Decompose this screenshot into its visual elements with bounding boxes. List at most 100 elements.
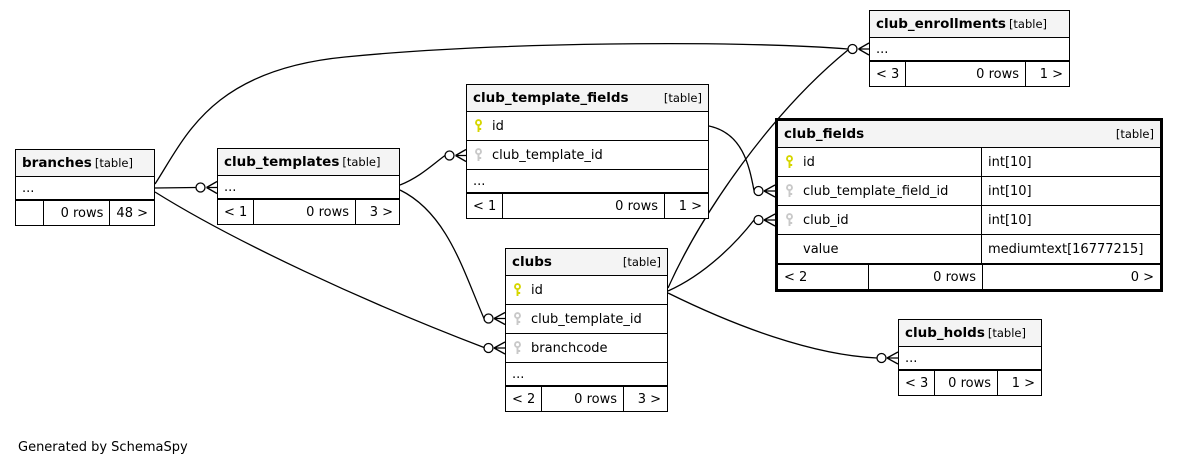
- table-type-tag: [table]: [94, 156, 133, 170]
- table-clubs[interactable]: clubs [table] id club_template_id branch…: [505, 248, 668, 412]
- table-header: club_templates [table]: [218, 149, 399, 176]
- edge-branches-clubs: [154, 191, 485, 349]
- crowfoot-marker: [493, 341, 506, 355]
- primary-key-icon: [473, 119, 484, 133]
- table-club_templates[interactable]: club_templates [table] ... < 1 0 rows 3 …: [217, 148, 400, 225]
- generated-by-note: Generated by SchemaSpy: [18, 440, 188, 455]
- rows-count: 0 rows: [502, 194, 664, 218]
- foreign-key-icon: [512, 341, 523, 355]
- hidden-columns-row: ...: [506, 363, 667, 386]
- crowfoot-marker: [455, 148, 467, 163]
- parents-count: < 2: [512, 391, 536, 407]
- table-club_holds[interactable]: club_holds [table] ... < 3 0 rows 1 >: [898, 319, 1042, 396]
- table-club_fields[interactable]: club_fields [table] id int[10] club_temp…: [775, 118, 1163, 292]
- hidden-columns-row: ...: [899, 347, 1041, 370]
- ellipsis: ...: [22, 180, 35, 196]
- ellipsis: ...: [512, 366, 525, 382]
- column-row: club_template_field_id int[10]: [778, 177, 1160, 206]
- table-header: club_template_fields [table]: [467, 85, 708, 112]
- ellipsis: ...: [876, 41, 889, 57]
- zero-circle-marker: [876, 352, 887, 364]
- column-type: int[10]: [988, 154, 1032, 170]
- foreign-key-icon: [784, 184, 795, 198]
- children-count: 0 >: [982, 265, 1160, 289]
- table-type-tag: [table]: [622, 255, 661, 269]
- column-name: club_template_id: [531, 311, 642, 327]
- crowfoot-marker: [763, 184, 776, 198]
- rows-count: 0 rows: [253, 200, 355, 224]
- table-header: club_holds [table]: [899, 320, 1041, 347]
- table-name[interactable]: club_fields: [784, 126, 865, 142]
- children-count: 1 >: [1025, 62, 1069, 86]
- hidden-columns-row: ...: [870, 38, 1069, 61]
- edge-branches-club_enrollments: [154, 42, 849, 185]
- column-row: branchcode: [506, 334, 667, 363]
- table-type-tag: [table]: [663, 91, 702, 105]
- table-footer: < 3 0 rows 1 >: [899, 370, 1041, 395]
- column-name: branchcode: [531, 340, 608, 356]
- column-row: id int[10]: [778, 148, 1160, 177]
- crowfoot-marker: [858, 42, 870, 56]
- table-header: clubs [table]: [506, 249, 667, 276]
- table-name[interactable]: club_enrollments: [876, 16, 1006, 32]
- column-row: id: [467, 112, 708, 141]
- column-type: mediumtext[16777215]: [988, 241, 1144, 257]
- edge-club_templates-clubs: [399, 189, 485, 319]
- crowfoot-marker: [493, 311, 506, 326]
- table-club_template_fields[interactable]: club_template_fields [table] id club_tem…: [466, 84, 709, 219]
- zero-circle-marker: [444, 150, 455, 161]
- table-footer: < 3 0 rows 1 >: [870, 61, 1069, 86]
- table-header: branches [table]: [16, 150, 154, 177]
- table-type-tag: [table]: [342, 155, 381, 169]
- table-type-tag: [table]: [1115, 127, 1154, 141]
- column-name: club_id: [803, 212, 849, 228]
- table-footer: < 1 0 rows 1 >: [467, 193, 708, 218]
- edge-clubs-club_holds: [667, 292, 878, 359]
- column-row: id: [506, 276, 667, 305]
- edge-clubs-club_enrollments: [667, 49, 849, 289]
- table-branches[interactable]: branches [table] ... 0 rows 48 >: [15, 149, 155, 226]
- parents-count: < 3: [876, 66, 900, 82]
- table-header: club_fields [table]: [778, 121, 1160, 148]
- parents-count: < 2: [784, 269, 808, 285]
- primary-key-icon: [784, 155, 795, 169]
- zero-circle-marker: [483, 342, 494, 354]
- zero-circle-marker: [753, 185, 764, 197]
- column-row: value mediumtext[16777215]: [778, 235, 1160, 264]
- rows-count: 0 rows: [43, 201, 109, 225]
- crowfoot-marker: [886, 351, 899, 365]
- table-name[interactable]: clubs: [512, 254, 552, 270]
- edge-club_template_fields-club_fields: [708, 125, 755, 191]
- column-type: int[10]: [988, 183, 1032, 199]
- column-row: club_template_id: [467, 141, 708, 170]
- zero-circle-marker: [195, 182, 206, 193]
- table-club_enrollments[interactable]: club_enrollments [table] ... < 3 0 rows …: [869, 10, 1070, 87]
- table-type-tag: [table]: [1008, 17, 1048, 31]
- foreign-key-icon: [473, 148, 484, 162]
- children-count: 48 >: [109, 201, 154, 225]
- children-count: 3 >: [623, 387, 667, 411]
- zero-circle-marker: [483, 313, 494, 324]
- column-name: id: [803, 154, 815, 170]
- table-footer: < 2 0 rows 3 >: [506, 386, 667, 411]
- edge-club_templates-club_template_fields: [399, 154, 446, 186]
- column-name: club_template_field_id: [803, 183, 949, 199]
- foreign-key-icon: [512, 312, 523, 326]
- parents-count: [16, 201, 43, 225]
- column-name: value: [803, 241, 839, 257]
- table-name[interactable]: branches: [22, 155, 92, 171]
- table-name[interactable]: club_templates: [224, 154, 340, 170]
- edge-clubs-club_fields: [667, 219, 755, 292]
- zero-circle-marker: [753, 214, 764, 226]
- table-name[interactable]: club_holds: [905, 325, 985, 341]
- ellipsis: ...: [473, 173, 486, 189]
- crowfoot-marker: [763, 213, 776, 227]
- table-name[interactable]: club_template_fields: [473, 90, 629, 106]
- children-count: 3 >: [355, 200, 399, 224]
- column-row: club_id int[10]: [778, 206, 1160, 235]
- table-type-tag: [table]: [987, 326, 1026, 340]
- foreign-key-icon: [784, 213, 795, 227]
- column-name: club_template_id: [492, 147, 603, 163]
